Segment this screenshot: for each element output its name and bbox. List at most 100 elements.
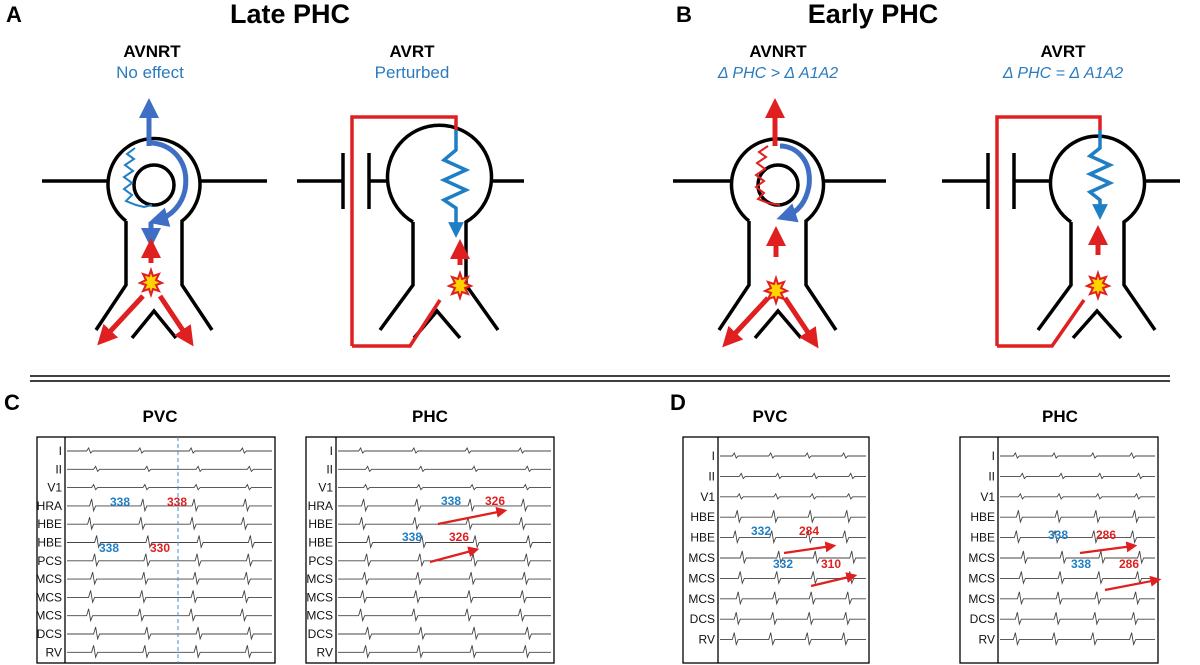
- interval-label: 338: [1071, 557, 1091, 571]
- lead-signal: [1000, 591, 1155, 606]
- lead-label: HBE: [37, 536, 62, 550]
- interval-label: 338: [167, 495, 187, 509]
- interval-label: 310: [821, 557, 841, 571]
- lead-label: PCS: [308, 554, 333, 568]
- lead-signal: [67, 447, 272, 454]
- interval-label: 338: [99, 541, 119, 555]
- lead-label: II: [988, 469, 995, 483]
- lead-label: MCS: [35, 609, 62, 623]
- lead-signal: [338, 608, 551, 623]
- interval-label: 338: [1048, 528, 1068, 542]
- lead-signal: [67, 465, 272, 473]
- interval-arrow: [1079, 541, 1138, 555]
- lead-label: HBE: [970, 510, 995, 524]
- panel-a-avnrt-diagram: [42, 98, 267, 347]
- panel-a-avrt-diagram: [297, 115, 524, 348]
- panel-c-pvc-title: PVC: [143, 407, 178, 426]
- panel-a-avnrt-label: AVNRT: [123, 42, 181, 61]
- lead-label: HBE: [308, 536, 333, 550]
- lead-signal: [67, 590, 272, 604]
- lead-label: V1: [700, 490, 715, 504]
- lead-label: II: [55, 462, 62, 476]
- lead-label: HBE: [37, 517, 62, 531]
- lead-signal: [1000, 612, 1155, 626]
- lead-label: HBE: [970, 531, 995, 545]
- lead-signal: [720, 452, 866, 459]
- lead-label: MCS: [688, 592, 715, 606]
- lead-signal: [1000, 472, 1155, 480]
- lead-label: MCS: [968, 592, 995, 606]
- panel-b-avrt-diagram: [942, 115, 1180, 348]
- lead-label: V1: [318, 481, 333, 495]
- lead-label: RV: [46, 645, 62, 659]
- panel-b-avrt-label: AVRT: [1040, 42, 1086, 61]
- lead-signal: [67, 498, 272, 513]
- lead-signal: [338, 483, 551, 491]
- lead-signal: [1000, 632, 1155, 647]
- panel-d-phc-title: PHC: [1042, 407, 1078, 426]
- panel-a-avrt-note: Perturbed: [375, 63, 450, 82]
- lead-label: RV: [317, 645, 333, 659]
- lead-signal: [720, 492, 866, 500]
- lead-signal: [67, 608, 272, 623]
- lead-signal: [338, 447, 551, 454]
- interval-arrow: [429, 546, 480, 564]
- panel-a-avnrt-note: No effect: [116, 63, 184, 82]
- interval-arrow: [810, 572, 858, 588]
- interval-label: 338: [110, 495, 130, 509]
- tracing-frame: [959, 436, 1159, 664]
- lead-signal: [1000, 550, 1155, 565]
- interval-label: 332: [773, 557, 793, 571]
- panel-letter-b: B: [676, 2, 692, 27]
- panel-b-avrt-note: Δ PHC = Δ A1A2: [1002, 65, 1123, 82]
- lead-label: II: [326, 462, 333, 476]
- lead-signal: [720, 612, 866, 626]
- lead-label: MCS: [35, 572, 62, 586]
- lead-signal: [338, 465, 551, 473]
- lead-signal: [67, 553, 272, 568]
- panel-letter-c: C: [4, 390, 20, 415]
- lead-signal: [67, 626, 272, 641]
- lead-signal: [67, 483, 272, 491]
- lead-signal: [1000, 492, 1155, 500]
- panel-a-avrt-label: AVRT: [389, 42, 435, 61]
- lead-signal: [67, 645, 272, 659]
- lead-label: I: [59, 444, 62, 458]
- lead-label: MCS: [306, 590, 333, 604]
- panel-b-title: Early PHC: [808, 0, 939, 29]
- lead-label: HBE: [690, 531, 715, 545]
- panel-c-phc-title: PHC: [412, 407, 448, 426]
- panel-letter-d: D: [670, 390, 686, 415]
- lead-label: MCS: [35, 590, 62, 604]
- lead-label: V1: [47, 481, 62, 495]
- interval-arrow: [437, 506, 508, 526]
- lead-label: DCS: [37, 627, 62, 641]
- lead-label: HRA: [37, 499, 62, 513]
- interval-arrow: [1104, 575, 1162, 592]
- lead-label: RV: [979, 633, 995, 647]
- interval-label: 330: [150, 541, 170, 555]
- lead-signal: [1000, 571, 1155, 585]
- tracing-frame: [682, 436, 870, 664]
- lead-label: PCS: [37, 554, 62, 568]
- lead-label: DCS: [970, 612, 995, 626]
- interval-label: 286: [1119, 557, 1139, 571]
- lead-signal: [720, 632, 866, 647]
- panel-b-avnrt-diagram: [673, 98, 886, 349]
- lead-label: DCS: [690, 612, 715, 626]
- lead-signal: [1000, 452, 1155, 459]
- interval-label: 286: [1096, 528, 1116, 542]
- lead-signal: [338, 553, 551, 568]
- tracing-frame: [305, 436, 555, 664]
- panel-d-pvc-title: PVC: [753, 407, 788, 426]
- lead-label: V1: [980, 490, 995, 504]
- lead-label: HRA: [308, 499, 333, 513]
- lead-signal: [720, 472, 866, 480]
- lead-label: HBE: [308, 517, 333, 531]
- interval-label: 338: [441, 494, 461, 508]
